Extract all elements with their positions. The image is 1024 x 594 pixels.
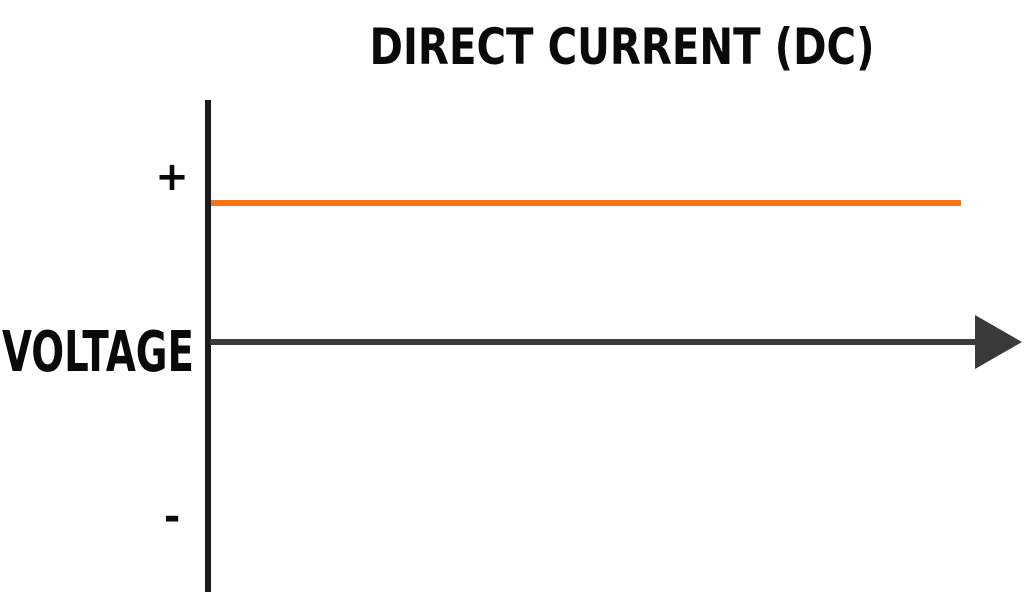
negative-label: - <box>164 494 181 540</box>
positive-label: + <box>155 154 189 200</box>
diagram-title: DIRECT CURRENT (DC) <box>370 18 875 76</box>
time-axis-arrowhead <box>975 315 1022 369</box>
voltage-label: VOLTAGE <box>2 320 194 385</box>
